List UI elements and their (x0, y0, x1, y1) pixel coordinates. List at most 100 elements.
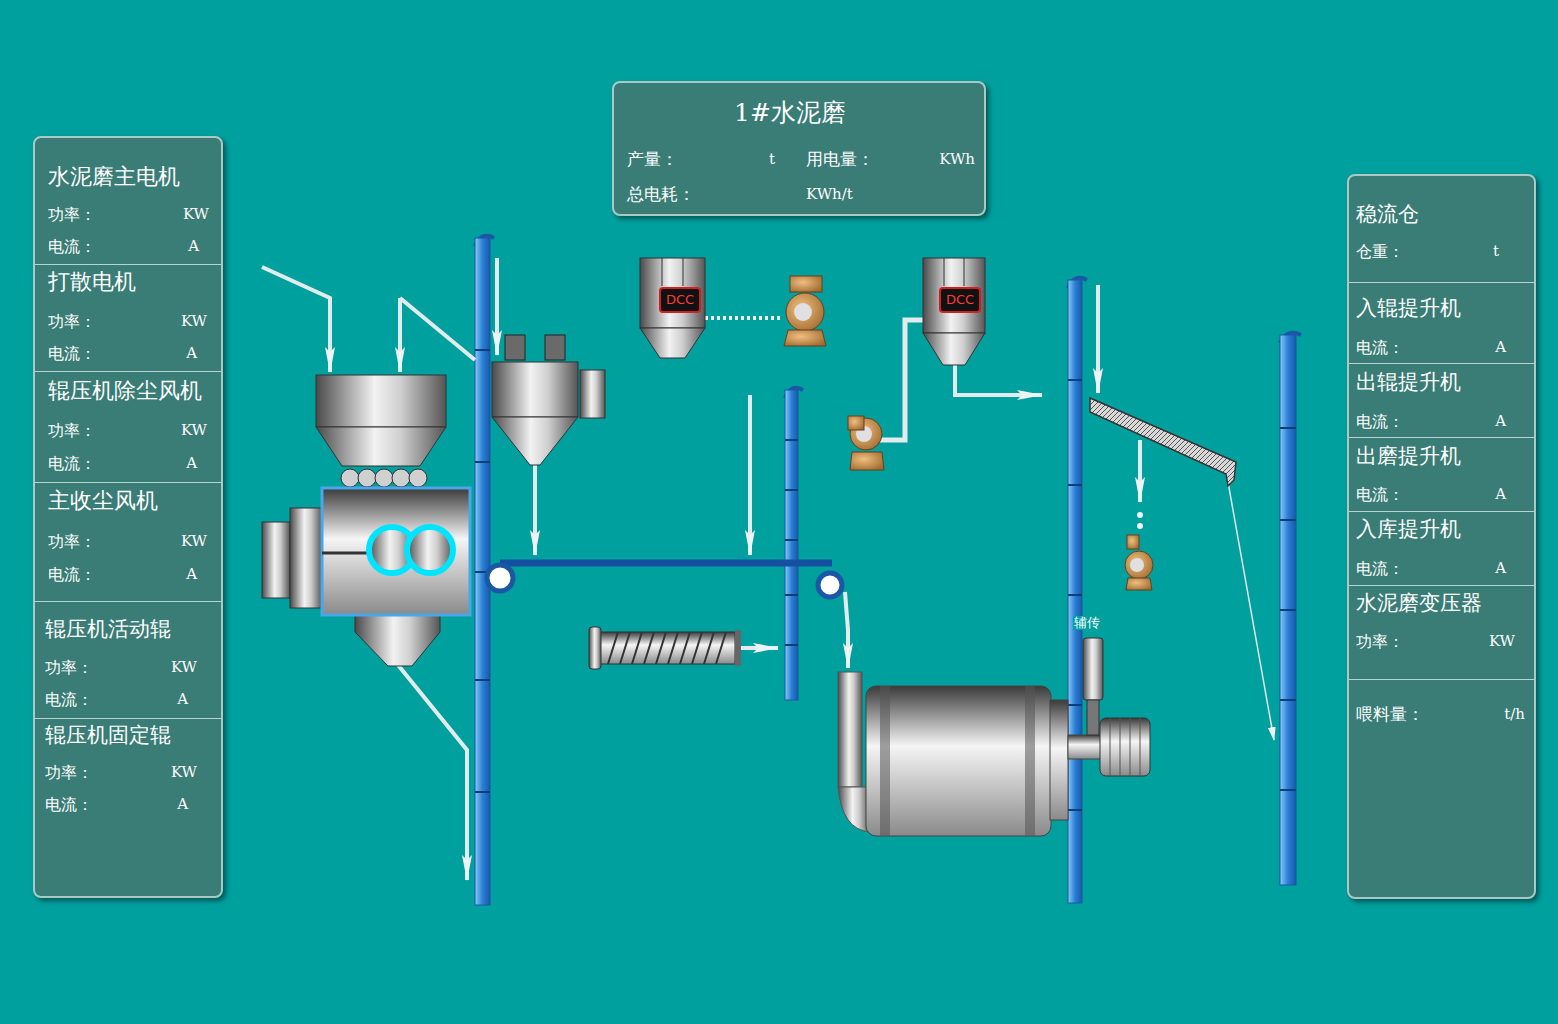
bucket-elevator (475, 236, 1301, 905)
roller-press-part (322, 552, 370, 555)
disperser-hopper-part (545, 335, 565, 360)
section-title: 出辊提升机 (1356, 370, 1461, 394)
field-label: 电流： (1356, 339, 1404, 357)
panel-separator (1349, 437, 1534, 438)
dust-collector-part (940, 288, 980, 312)
field-label: 功率： (45, 764, 93, 782)
section-title: 稳流仓 (1356, 202, 1419, 226)
field-label: 功率： (48, 422, 96, 440)
dust-collector-part (923, 333, 985, 365)
screw-conveyor-part (735, 630, 741, 666)
unit: KWh (939, 151, 975, 168)
screw-conveyor (589, 627, 741, 669)
material-flow-line-part (748, 395, 752, 555)
material-flow-line-part (400, 298, 475, 360)
section-title: 辊压机活动辊 (45, 617, 171, 641)
roller-press-part (262, 522, 290, 598)
disperser-hopper-part (505, 335, 525, 360)
roller-press-part (375, 469, 393, 487)
dust-collector-part (944, 258, 964, 286)
dust-collector-part (660, 288, 700, 312)
equipment-section: 水泥磨主电机功率：KW电流：A (36, 159, 218, 261)
section-title: 水泥磨变压器 (1356, 591, 1482, 615)
bucket-elevator-part (785, 390, 798, 700)
summary-box: 1#水泥磨产量：t用电量：KWh总电耗：KWh/t (616, 86, 982, 210)
unit: t (769, 151, 775, 168)
field-label: 仓重： (1356, 243, 1404, 261)
fan-part (850, 452, 884, 470)
unit: A (186, 455, 197, 472)
section-title: 出磨提升机 (1356, 444, 1461, 468)
field-label: 电流： (48, 345, 96, 363)
equipment-section: 喂料量：t/h (1350, 700, 1532, 732)
screw-conveyor-part (589, 627, 601, 669)
ball-mill-part (1110, 718, 1140, 776)
fan-part (848, 416, 864, 430)
panel-separator (35, 718, 221, 719)
panel-separator (1349, 511, 1534, 512)
field-label: 电流： (1356, 486, 1404, 504)
unit: KW (171, 764, 197, 781)
field-label: 功率： (1356, 633, 1404, 651)
material-flow-line-part (1096, 285, 1100, 393)
material-flow-line (262, 258, 1140, 880)
dcc-label: DCC (665, 293, 695, 308)
roller-press-part (316, 427, 446, 466)
flow-detail-part (1137, 523, 1143, 529)
ball-mill-part (866, 686, 1051, 836)
unit: KW (181, 313, 207, 330)
ball-mill-part (838, 672, 862, 787)
dcc-label: DCC (945, 293, 975, 308)
section-title: 打散电机 (48, 269, 136, 294)
unit: A (1495, 413, 1506, 430)
fan-part (1127, 535, 1139, 549)
equipment-section: 辊压机除尘风机功率：KW电流：A (36, 373, 218, 478)
roller-press-part (407, 527, 453, 573)
flow-detail-part (1137, 512, 1143, 518)
panel-separator (35, 601, 221, 602)
roller-press-part (355, 615, 440, 666)
section-title: 主收尘风机 (48, 488, 158, 513)
ball-mill-part (880, 686, 890, 836)
ball-mill-part (1068, 735, 1103, 759)
field-label: 喂料量： (1356, 705, 1424, 725)
panel-separator (35, 482, 221, 483)
panel-separator (1349, 585, 1534, 586)
fan (784, 276, 1153, 590)
belt-conveyor-part (818, 573, 842, 597)
panel-title: 1#水泥磨 (734, 99, 846, 128)
panel-separator (1349, 282, 1534, 283)
panel-separator (1349, 363, 1534, 364)
unit: KW (1489, 633, 1515, 650)
flow-detail-part (1228, 482, 1274, 740)
unit: t (1493, 243, 1499, 260)
panel-separator (35, 264, 221, 265)
roller-press-part (392, 469, 410, 487)
material-flow-line-part (955, 365, 1042, 395)
belt-conveyor (487, 563, 842, 597)
bucket-elevator-part (785, 440, 798, 645)
equipment-section: 水泥磨变压器功率： KW (1350, 587, 1532, 656)
material-flow-line-part (495, 258, 499, 355)
dust-collector-part (640, 258, 705, 328)
unit: A (177, 691, 188, 708)
separator-screen (1090, 398, 1236, 486)
panel-separator (1349, 679, 1534, 680)
belt-conveyor-part (487, 565, 513, 591)
fan-part (1126, 578, 1152, 590)
ball-mill-part (1050, 700, 1068, 820)
field-label: 功率： (48, 206, 96, 224)
field-label: 电流： (45, 796, 93, 814)
unit: A (1495, 486, 1506, 503)
disperser-hopper-part (492, 417, 578, 465)
dust-collector-part (662, 258, 683, 286)
equipment-section: 入库提升机电流：A (1350, 513, 1532, 583)
unit: KW (181, 533, 207, 550)
unit: KW (171, 659, 197, 676)
separator-screen-part (1090, 398, 1236, 486)
equipment-section: 稳流仓仓重： t (1350, 198, 1532, 266)
field-label: 电流： (48, 566, 96, 584)
field-label: 产量： (627, 150, 678, 170)
field-label: 电流： (45, 691, 93, 709)
material-flow-line-part (398, 665, 467, 880)
